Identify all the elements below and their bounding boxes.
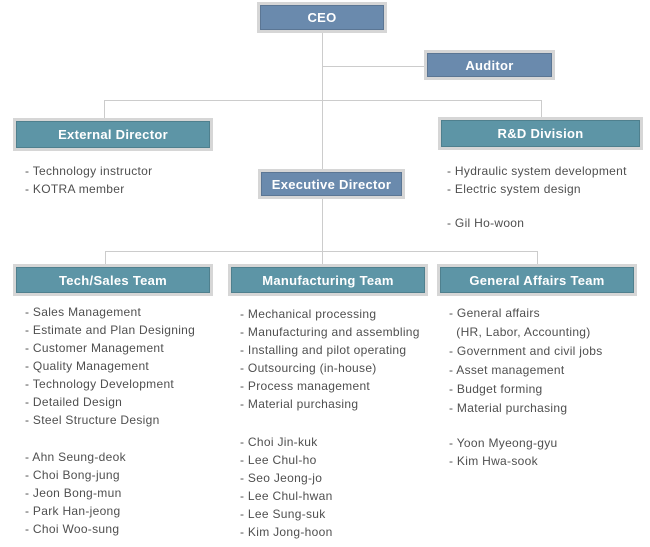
list-item: - Ahn Seung-deok xyxy=(25,450,126,464)
node-executive-director-label: Executive Director xyxy=(271,176,392,192)
general-affairs-team-members: - Yoon Myeong-gyu - Kim Hwa-sook xyxy=(449,434,558,470)
list-item: - Government and civil jobs xyxy=(449,344,603,358)
connector-drop-tech-sales-team xyxy=(105,251,106,264)
node-rnd-division-label: R&D Division xyxy=(497,126,584,141)
list-item: - Material purchasing xyxy=(449,401,568,415)
list-item: - Kim Jong-hoon xyxy=(240,525,333,539)
node-ceo-label: CEO xyxy=(307,10,337,25)
list-item: - Yoon Myeong-gyu xyxy=(449,436,558,450)
node-ceo: CEO xyxy=(257,2,387,33)
list-item: - Technology Development xyxy=(25,377,175,391)
list-item: - Choi Woo-sung xyxy=(25,522,120,536)
list-item: - Asset management xyxy=(449,363,565,377)
connector-executive-director-to-teams xyxy=(322,199,323,252)
node-tech-sales-team: Tech/Sales Team xyxy=(13,264,213,296)
list-item: - Seo Jeong-jo xyxy=(240,471,323,485)
list-item: - Manufacturing and assembling xyxy=(240,325,420,339)
rnd-division-members: - Gil Ho-woon xyxy=(447,214,524,232)
rnd-division-duties: - Hydraulic system development - Electric… xyxy=(447,162,627,198)
connector-ceo-to-executive-director xyxy=(322,33,323,169)
list-item: - Material purchasing xyxy=(240,397,359,411)
list-item: - Detailed Design xyxy=(25,395,123,409)
list-item: - Sales Management xyxy=(25,305,142,319)
list-item: - Quality Management xyxy=(25,359,150,373)
list-item: - Choi Jin-kuk xyxy=(240,435,318,449)
manufacturing-team-members: - Choi Jin-kuk - Lee Chul-ho - Seo Jeong-j… xyxy=(240,433,333,541)
list-item: - Process management xyxy=(240,379,371,393)
connector-teams-row xyxy=(105,251,538,252)
connector-drop-rnd-division xyxy=(541,100,542,117)
list-item: - Steel Structure Design xyxy=(25,413,160,427)
list-item: - Estimate and Plan Designing xyxy=(25,323,196,337)
manufacturing-team-duties: - Mechanical processing - Manufacturing a… xyxy=(240,305,420,413)
node-rnd-division: R&D Division xyxy=(438,117,643,150)
list-item: - Technology instructor xyxy=(25,164,153,178)
node-external-director-label: External Director xyxy=(58,127,168,142)
list-item: - KOTRA member xyxy=(25,182,125,196)
list-item: - Choi Bong-jung xyxy=(25,468,120,482)
list-item: - General affairs xyxy=(449,306,540,320)
list-item: - Gil Ho-woon xyxy=(447,216,525,230)
list-item: - Electric system design xyxy=(447,182,581,196)
node-auditor-label: Auditor xyxy=(465,57,514,73)
connector-drop-manufacturing-team xyxy=(322,251,323,264)
general-affairs-team-duties: - General affairs (HR, Labor, Accounting… xyxy=(449,304,603,418)
tech-sales-team-members: - Ahn Seung-deok - Choi Bong-jung - Jeon B… xyxy=(25,448,126,538)
node-general-affairs-team-label: General Affairs Team xyxy=(469,272,605,288)
connector-drop-general-affairs-team xyxy=(537,251,538,264)
node-manufacturing-team-label: Manufacturing Team xyxy=(262,272,394,288)
list-item: - Jeon Bong-mun xyxy=(25,486,122,500)
external-director-duties: - Technology instructor - KOTRA member xyxy=(25,162,152,198)
list-item: - Customer Management xyxy=(25,341,165,355)
tech-sales-team-duties: - Sales Management - Estimate and Plan De… xyxy=(25,303,195,429)
list-item: - Installing and pilot operating xyxy=(240,343,407,357)
list-item: - Mechanical processing xyxy=(240,307,377,321)
node-external-director: External Director xyxy=(13,118,213,151)
list-item: (HR, Labor, Accounting) xyxy=(449,325,591,339)
node-auditor: Auditor xyxy=(424,50,555,80)
node-general-affairs-team: General Affairs Team xyxy=(437,264,637,296)
node-tech-sales-team-label: Tech/Sales Team xyxy=(58,272,168,288)
list-item: - Outsourcing (in-house) xyxy=(240,361,377,375)
list-item: - Kim Hwa-sook xyxy=(449,454,538,468)
connector-to-auditor xyxy=(322,66,424,67)
list-item: - Hydraulic system development xyxy=(447,164,627,178)
connector-drop-external-director xyxy=(104,100,105,118)
node-manufacturing-team: Manufacturing Team xyxy=(228,264,428,296)
list-item: - Lee Chul-ho xyxy=(240,453,317,467)
list-item: - Lee Sung-suk xyxy=(240,507,326,521)
list-item: - Lee Chul-hwan xyxy=(240,489,333,503)
list-item: - Park Han-jeong xyxy=(25,504,121,518)
node-executive-director: Executive Director xyxy=(258,169,405,199)
list-item: - Budget forming xyxy=(449,382,543,396)
connector-directors-row xyxy=(104,100,542,101)
